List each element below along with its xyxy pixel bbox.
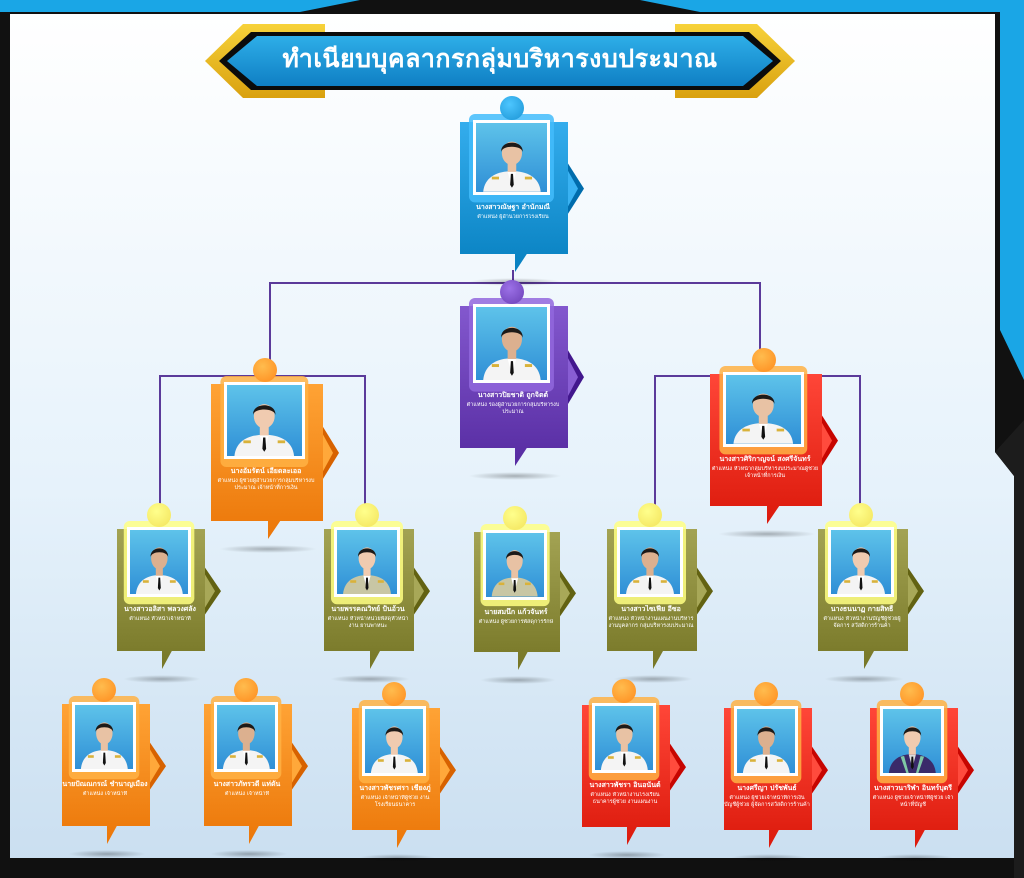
connector-dot	[253, 358, 277, 382]
portrait-photo	[334, 527, 400, 598]
card-shadow	[330, 675, 410, 683]
card-shadow	[122, 675, 202, 683]
person-card-l3-6: นางสาวนาริฬา อินทร์บุตรีตำแหน่ง ผู้ช่วยเ…	[866, 682, 974, 862]
card-shadow	[824, 675, 904, 683]
person-role: ตำแหน่ง ผู้ช่วยเจ้าหน้าที่การเงิน บัญชีผ…	[724, 795, 810, 809]
card-shadow	[479, 676, 557, 684]
card-shadow	[219, 545, 317, 553]
person-role: ตำแหน่ง หัวหน้าเจ้าหน้าที่	[129, 616, 191, 623]
portrait-photo	[591, 703, 657, 774]
person-name: นางอัมรัตน์ เอียดละเออ	[230, 467, 302, 475]
portrait-photo	[213, 702, 279, 773]
card-shadow	[67, 850, 147, 858]
person-name: นางสาวศิริกาญจน์ สงศรีจันทร์	[719, 454, 811, 463]
portrait-photo	[617, 527, 683, 598]
card-shadow	[718, 530, 816, 538]
person-role: ตำแหน่ง หัวหน้าหน่วยพัสดุหัวหน้างาน ยานพ…	[327, 616, 409, 630]
card-shadow	[209, 850, 289, 858]
title-banner	[205, 24, 795, 98]
card-shadow	[467, 472, 563, 480]
person-card-l3-5: นางศรีญา ปรัชพันธ์ตำแหน่ง ผู้ช่วยเจ้าหน้…	[720, 682, 828, 862]
person-role: ตำแหน่ง รองผู้อำนวยการกลุ่มบริหารงบประมา…	[466, 402, 560, 416]
person-name: นางสาวพัชรศรา เชียงภู่	[359, 784, 431, 793]
connector-dot	[500, 96, 524, 120]
connector-dot	[234, 678, 258, 702]
person-name: นายสมนึก แก้วจันทร์	[484, 607, 548, 616]
person-card-l2-3: นายสมนึก แก้วจันทร์ตำแหน่ง ผู้ช่วยการพัส…	[470, 506, 576, 684]
person-card-l2-5: นางธนนาฏ กายสิทธิ์ตำแหน่ง หัวหน้างานบัญช…	[814, 503, 924, 683]
person-name: นายพรรคณวิทย์ ปั้นอ้วน	[331, 605, 405, 614]
person-card-deputy: นางสาวปิยชาติ ถูกจิตต์ตำแหน่ง รองผู้อำนว…	[456, 280, 584, 480]
connector-dot	[503, 506, 527, 530]
connector-dot	[612, 679, 636, 703]
portrait-photo	[828, 527, 894, 598]
person-name: นางศรีญา ปรัชพันธ์	[737, 784, 797, 793]
portrait-photo	[126, 527, 192, 598]
portrait-photo	[723, 372, 804, 447]
person-role: ตำแหน่ง ผู้ช่วยผู้อำนวยการกลุ่มบริหารงบป…	[217, 478, 315, 491]
connector-dot	[500, 280, 524, 304]
person-name: นางสาวพัชรา อินอนันต์	[589, 781, 661, 790]
person-card-l3-1: นายปัณณกรณ์ ชำนาญเมืองตำแหน่ง เจ้าหน้าที…	[58, 678, 166, 858]
portrait-photo	[733, 706, 799, 777]
card-shadow	[875, 854, 955, 862]
person-name: นางสาวนาริฬา อินทร์บุตรี	[873, 784, 952, 793]
person-role: ตำแหน่ง เจ้าหน้าที่ผู้ช่วย งานโรงเรียนธน…	[360, 795, 430, 809]
connector-dot	[382, 682, 406, 706]
portrait-photo	[71, 702, 137, 773]
card-shadow	[357, 854, 437, 862]
person-card-right-head: นางสาวศิริกาญจน์ สงศรีจันทร์ตำแหน่ง หัวห…	[706, 348, 838, 538]
person-card-left-head: นางอัมรัตน์ เอียดละเออตำแหน่ง ผู้ช่วยผู้…	[207, 358, 339, 553]
person-role: ตำแหน่ง หัวหน้างานโรงเรียนธนาคารผู้ช่วย …	[590, 792, 660, 806]
person-name: นางสาวปิยชาติ ถูกจิตต์	[477, 391, 549, 400]
connector-dot	[355, 503, 379, 527]
portrait-photo	[472, 120, 551, 195]
person-role: ตำแหน่ง หัวหน้างานบัญชีผู้ช่วยผู้จัดการ …	[823, 616, 901, 630]
person-card-l3-2: นางสาวภัทรวดี แท่ดันตำแหน่ง เจ้าหน้าที่	[200, 678, 308, 858]
connector-dot	[92, 678, 116, 702]
portrait-photo	[224, 382, 305, 459]
connector-dot	[754, 682, 778, 706]
connector-dot	[752, 348, 776, 372]
card-shadow	[729, 854, 809, 862]
person-name: นางสาวภัทรวดี แท่ดัน	[213, 780, 281, 789]
connector-dot	[147, 503, 171, 527]
person-name: นางสาวไซเฟีย อีซอ	[621, 605, 681, 614]
person-role: ตำแหน่ง ผู้ช่วยการพัสดุการรักษ์	[478, 618, 554, 625]
connector-dot	[638, 503, 662, 527]
portrait-photo	[879, 706, 945, 777]
connector-dot	[900, 682, 924, 706]
person-card-l3-3: นางสาวพัชรศรา เชียงภู่ตำแหน่ง เจ้าหน้าที…	[348, 682, 456, 862]
person-role: ตำแหน่ง ผู้อำนวยการโรงเรียน	[477, 213, 549, 220]
portrait-photo	[483, 530, 547, 600]
person-role: ตำแหน่ง หัวหน้ากลุ่มบริหารงบประมาณผู้ช่ว…	[711, 465, 819, 479]
person-role: ตำแหน่ง เจ้าหน้าที่	[224, 791, 270, 798]
person-name: นายปัณณกรณ์ ชำนาญเมือง	[62, 780, 148, 789]
person-role: ตำแหน่ง เจ้าหน้าที่	[82, 791, 128, 798]
page-title: ทำเนียบบุคลากรกลุ่มบริหารงบประมาณ	[282, 44, 718, 73]
person-card-l2-2: นายพรรคณวิทย์ ปั้นอ้วนตำแหน่ง หัวหน้าหน่…	[320, 503, 430, 683]
person-card-l3-4: นางสาวพัชรา อินอนันต์ตำแหน่ง หัวหน้างานโ…	[578, 679, 686, 859]
person-name: นางธนนาฏ กายสิทธิ์	[830, 605, 894, 614]
portrait-photo	[472, 304, 551, 384]
person-card-l2-1: นางสาวอลิสา พลวงศลังตำแหน่ง หัวหน้าเจ้าห…	[113, 503, 221, 683]
person-name: นางสาวอลิสา พลวงศลัง	[124, 605, 196, 614]
person-role: ตำแหน่ง ผู้ช่วยเจ้าหน้าที่ผู้ช่วย เจ้าหน…	[872, 795, 954, 809]
connector-dot	[849, 503, 873, 527]
person-card-director: นางสาวณัษฐา อำนักมณีตำแหน่ง ผู้อำนวยการโ…	[456, 96, 584, 286]
portrait-photo	[361, 706, 427, 777]
card-shadow	[587, 851, 667, 859]
person-name: นางสาวณัษฐา อำนักมณี	[476, 202, 550, 211]
card-shadow	[613, 675, 693, 683]
person-card-l2-4: นางสาวไซเฟีย อีซอตำแหน่ง หัวหน้างานแผนงา…	[603, 503, 713, 683]
person-role: ตำแหน่ง หัวหน้างานแผนงานบริหารงานบุคลากร…	[608, 616, 694, 630]
